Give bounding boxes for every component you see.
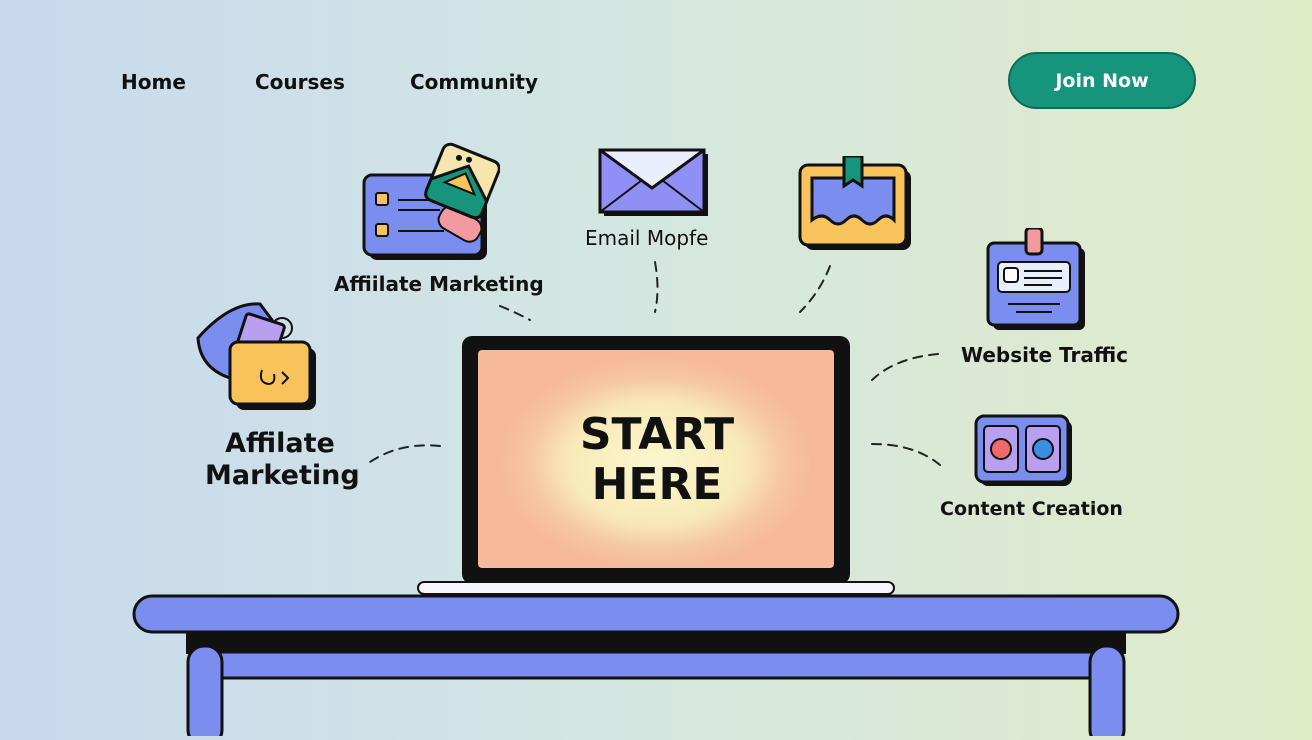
affiliate-left-line1: Affilate xyxy=(225,428,335,459)
affiliate-marketing-left-label: Affilate Marketing xyxy=(205,428,360,492)
website-traffic-label: Website Traffic xyxy=(961,343,1129,367)
email-label: Email Mopfe xyxy=(585,226,709,250)
bookmark-frame-icon xyxy=(798,154,914,252)
desk-icon xyxy=(130,594,1182,740)
join-now-button[interactable]: Join Now xyxy=(1008,52,1196,109)
envelope-icon xyxy=(598,148,710,218)
card-stack-icon xyxy=(360,142,501,262)
content-creation-label: Content Creation xyxy=(940,498,1123,520)
affiliate-marketing-top-label: Affiilate Marketing xyxy=(334,272,544,296)
start-here-text[interactable]: START HERE xyxy=(480,410,834,510)
nav-courses[interactable]: Courses xyxy=(255,70,345,94)
id-card-icon xyxy=(986,226,1086,332)
start-here-line2: HERE xyxy=(591,459,723,510)
wallet-icon xyxy=(190,298,320,414)
start-here-line1: START xyxy=(579,409,735,460)
nav-home[interactable]: Home xyxy=(121,70,186,94)
toggle-panel-icon xyxy=(974,414,1074,488)
laptop-icon xyxy=(416,336,896,598)
affiliate-left-line2: Marketing xyxy=(205,460,360,491)
nav-community[interactable]: Community xyxy=(410,70,539,94)
